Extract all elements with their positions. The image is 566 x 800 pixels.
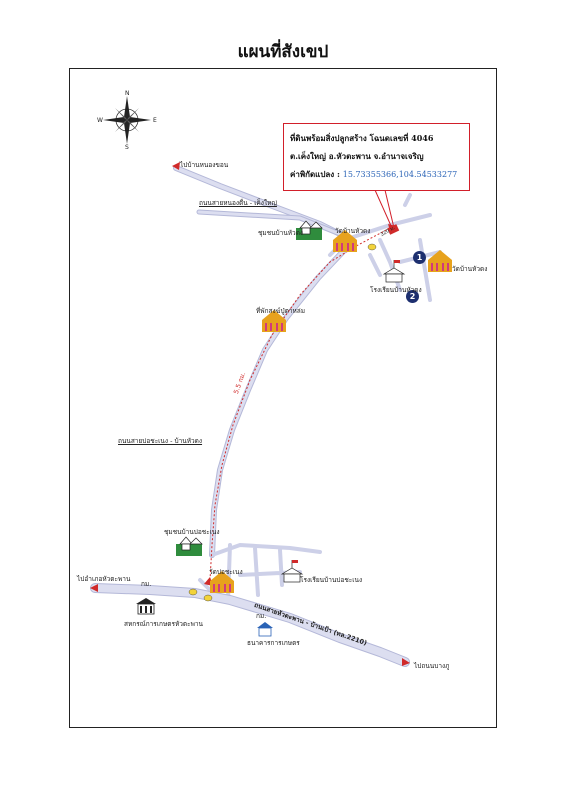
bank-icon: [257, 622, 273, 637]
arrow-nong-khon: [172, 162, 180, 170]
compass-s: S: [125, 144, 129, 151]
plot-marker: [387, 224, 400, 235]
arrow-hua-taphan: [90, 584, 98, 592]
label-phak-song: ที่พักสงฆ์ปู่ตาหล่ม: [256, 307, 306, 315]
label-to-hua-taphan: ไปอำเภอหัวตะพาน: [77, 575, 131, 583]
road-badge: [367, 243, 377, 251]
compass-w: W: [97, 117, 103, 124]
compass-rose: [103, 96, 151, 144]
village-road-lower: [198, 543, 322, 602]
coord-value: 15.73355366,104.54533277: [342, 170, 458, 179]
label-agri-office: สหกรณ์การเกษตรหัวตะพาน: [124, 620, 203, 628]
road-badge: [188, 588, 198, 596]
marker-1: 1: [413, 251, 426, 264]
route-line: [209, 227, 391, 581]
label-wat-hua-dong: วัดบ้านหัวดง: [335, 227, 371, 235]
building-icon: [136, 598, 156, 615]
label-bank: ธนาคารการเกษตร: [247, 639, 300, 647]
temple-icon: [210, 571, 234, 593]
label-wat-hua-dong-right: วัดบ้านหัวดง: [452, 265, 488, 273]
label-km-left: กม.: [141, 580, 152, 588]
info-box: ที่ดินพร้อมสิ่งปลูกสร้าง โฉนดเลขที่ 4046…: [283, 123, 470, 191]
temple-icon: [428, 250, 452, 272]
label-road-nong-tan: ถนนสายหนองตื่น - เค็งใหญ่: [199, 199, 277, 207]
label-to-nong-khon: ไปบ้านหนองขอน: [180, 161, 229, 169]
info-line1: ที่ดินพร้อมสิ่งปลูกสร้าง โฉนดเลขที่ 4046: [290, 133, 434, 143]
label-school-hua-dong: โรงเรียนบ้านหัวดง: [370, 286, 422, 294]
label-community-bo-sanen: ชุมชนบ้านบ่อชะเนง: [164, 528, 220, 536]
school-icon: [382, 260, 406, 283]
label-community-hua-dong: ชุมชนบ้านหัวดง: [258, 229, 304, 237]
compass-e: E: [153, 117, 157, 124]
community-icon: [296, 220, 323, 240]
label-wat-bo-sanen: วัดบ่อชะเนง: [209, 568, 243, 576]
marker-2: 2: [406, 290, 419, 303]
temple-icon: [333, 230, 357, 252]
community-icon: [176, 536, 203, 556]
temple-icon: [262, 310, 286, 332]
info-coord-row: ค่าพิกัดแปลง : 15.73355366,104.54533277: [290, 165, 463, 184]
label-road-bo-sanen: ถนนสายบ่อชะเนง - บ้านหัวดง: [118, 437, 203, 445]
coord-label: ค่าพิกัดแปลง :: [290, 169, 340, 179]
compass-n: N: [125, 90, 130, 97]
road-bo-sanen-hua-dong: [209, 239, 355, 558]
label-to-bang-phu: ไปถนนบางภู: [414, 662, 450, 670]
school-icon: [280, 560, 304, 583]
road-badge: [203, 594, 213, 602]
page-title: แผนที่สังเขป: [237, 42, 329, 62]
arrow-bang-phu: [402, 658, 410, 666]
info-connector: [374, 189, 395, 229]
label-km-right: กม.: [256, 612, 267, 620]
info-line2: ต.เค็งใหญ่ อ.หัวตะพาน จ.อำนาจเจริญ: [290, 151, 424, 161]
label-school-bo-sanen: โรงเรียนบ้านบ่อชะเนง: [300, 576, 363, 584]
